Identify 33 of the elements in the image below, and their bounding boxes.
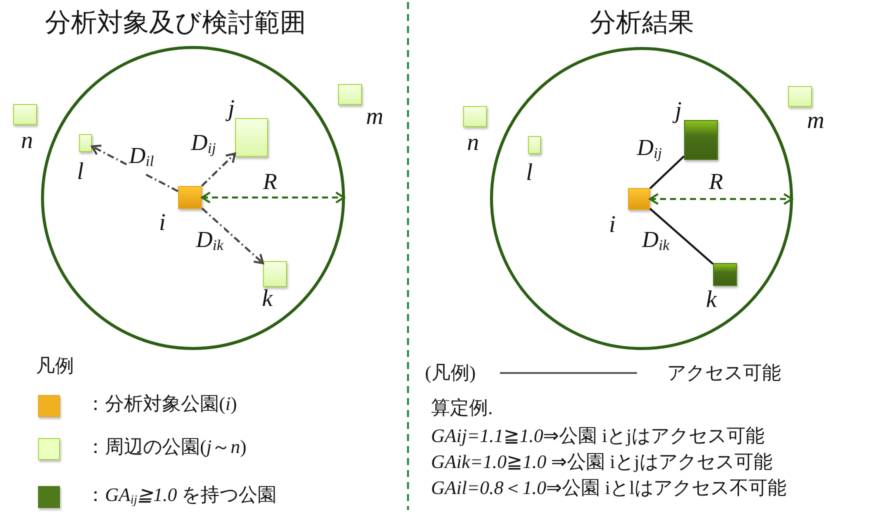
- panel-title: 分析対象及び検討範囲: [45, 8, 306, 38]
- park-letter: j: [228, 97, 235, 121]
- example-heading: 算定例.: [431, 397, 493, 420]
- connector-arrow: [201, 208, 264, 264]
- legend-text: ：GA$_{ij}$≧1.0 を持つ公園: [86, 484, 277, 508]
- park-letter: m: [807, 109, 824, 133]
- example-line: GAij=1.1≧1.0⇒公園 iとjはアクセス可能: [431, 425, 765, 448]
- park-letter: i: [609, 213, 616, 237]
- legend-text: ：分析対象公園(i): [86, 393, 237, 417]
- connector-arrow: [201, 152, 236, 187]
- legend-text: ：周辺の公園(j～n): [86, 436, 246, 460]
- example-line: GAik=1.0≧1.0 ⇒公園 iとjはアクセス可能: [431, 451, 772, 474]
- park-letter: k: [262, 287, 273, 311]
- connector-arrow: [201, 192, 345, 204]
- park-letter: l: [77, 160, 84, 184]
- park-letter: k: [706, 288, 717, 312]
- connector-arrow: [649, 193, 793, 205]
- park-letter: l: [526, 161, 533, 185]
- panel-title: 分析結果: [590, 8, 694, 38]
- park-letter: i: [159, 211, 166, 235]
- park-letter: j: [675, 99, 682, 123]
- connector-line: [649, 208, 714, 265]
- legend-heading: 凡例: [36, 355, 74, 378]
- park-letter: m: [366, 105, 384, 129]
- park-letter: n: [467, 131, 479, 155]
- boundary-circle: [490, 47, 793, 350]
- connector-arrow: [91, 144, 178, 192]
- example-line: GAil=0.8＜1.0⇒公園 iとlはアクセス不可能: [431, 477, 787, 500]
- legend-heading: (凡例): [425, 362, 476, 385]
- boundary-circle: [41, 46, 345, 350]
- legend-text: アクセス可能: [667, 362, 781, 386]
- connector-line: [649, 155, 685, 190]
- park-letter: n: [21, 129, 33, 153]
